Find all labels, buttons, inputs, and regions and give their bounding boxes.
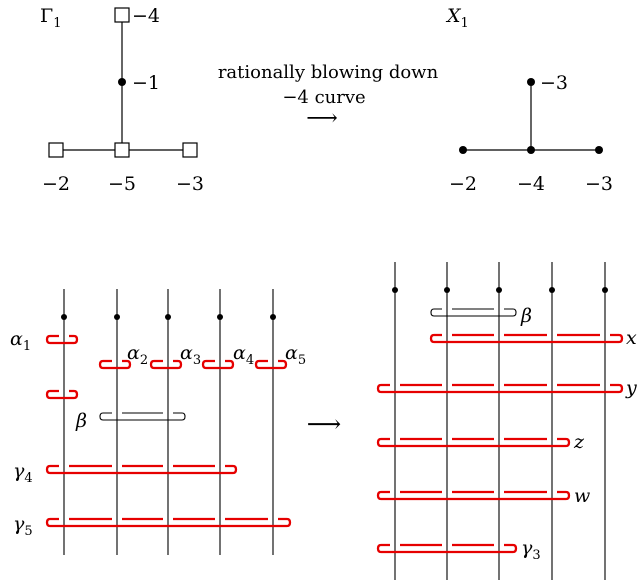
right-strand-dot-3 [496,287,502,293]
gamma5-label: γ5 [13,513,33,539]
gamma-weight-center: −5 [108,173,136,195]
vertex-right-square [182,142,198,158]
vertex-minus1-dot [118,78,126,86]
left-kirby-diagram [45,289,292,555]
right-strand-dot-5 [602,287,608,293]
gamma-graph-title: Γ1 [40,5,61,31]
gamma4-label: γ4 [13,460,33,486]
right-strand-dot-2 [444,287,450,293]
beta-loop-left [99,412,186,421]
vertex-center-square [114,142,130,158]
left-strand-dot-4 [217,314,223,320]
y-label: y [625,377,637,399]
blowdown-arrow: ⟶ [306,106,338,131]
diagram-arrow: ⟶ [307,410,341,438]
alpha5-loop [254,359,288,370]
alpha3-label: α3 [180,342,201,368]
right-strand-dot-1 [392,287,398,293]
gamma5-loop [45,517,292,528]
x-vertex-center [527,146,535,154]
blowdown-caption-line2: −4 curve [282,87,365,108]
x-weight-center: −4 [517,173,545,195]
left-strand-dot-5 [270,314,276,320]
x-graph-title: X1 [445,5,469,31]
x-weight-left: −2 [449,173,477,195]
alpha2-loop [98,359,132,370]
x-vertex-left [459,146,467,154]
beta-label-left: β [75,410,87,432]
y-loop [376,383,624,394]
strand1-lower-loop [45,389,79,400]
gamma3-label: γ3 [521,537,541,563]
vertex-top-square [114,7,130,23]
left-strand-dot-2 [114,314,120,320]
alpha4-loop [201,359,235,370]
gamma-weight-left: −2 [42,173,70,195]
alpha5-label: α5 [285,342,306,368]
left-strand-dot-1 [61,314,67,320]
alpha4-label: α4 [233,342,254,368]
x-vertex-right [595,146,603,154]
x-label: x [626,327,637,349]
x-weight-top: −3 [540,72,568,94]
x-weight-right: −3 [585,173,613,195]
alpha1-loop [45,334,79,345]
gamma-graph [48,7,198,158]
alpha3-loop [149,359,183,370]
x-loop [429,333,624,344]
x-graph [459,78,603,154]
gamma-weight-top: −4 [132,5,160,27]
gamma-weight-middle: −1 [132,72,160,94]
x-vertex-top [527,78,535,86]
w-label: w [574,485,590,507]
right-kirby-diagram [376,262,624,580]
vertex-left-square [48,142,64,158]
beta-loop-right [430,308,517,317]
beta-label-right: β [520,305,532,327]
z-label: z [573,431,585,453]
right-strand-dot-4 [549,287,555,293]
gamma3-loop [376,543,518,554]
blowdown-caption-line1: rationally blowing down [218,62,439,83]
alpha1-label: α1 [10,328,31,354]
gamma-weight-right: −3 [176,173,204,195]
alpha2-label: α2 [127,342,148,368]
w-loop [376,490,571,501]
z-loop [376,437,571,448]
gamma4-loop [45,464,238,475]
left-strand-dot-3 [165,314,171,320]
